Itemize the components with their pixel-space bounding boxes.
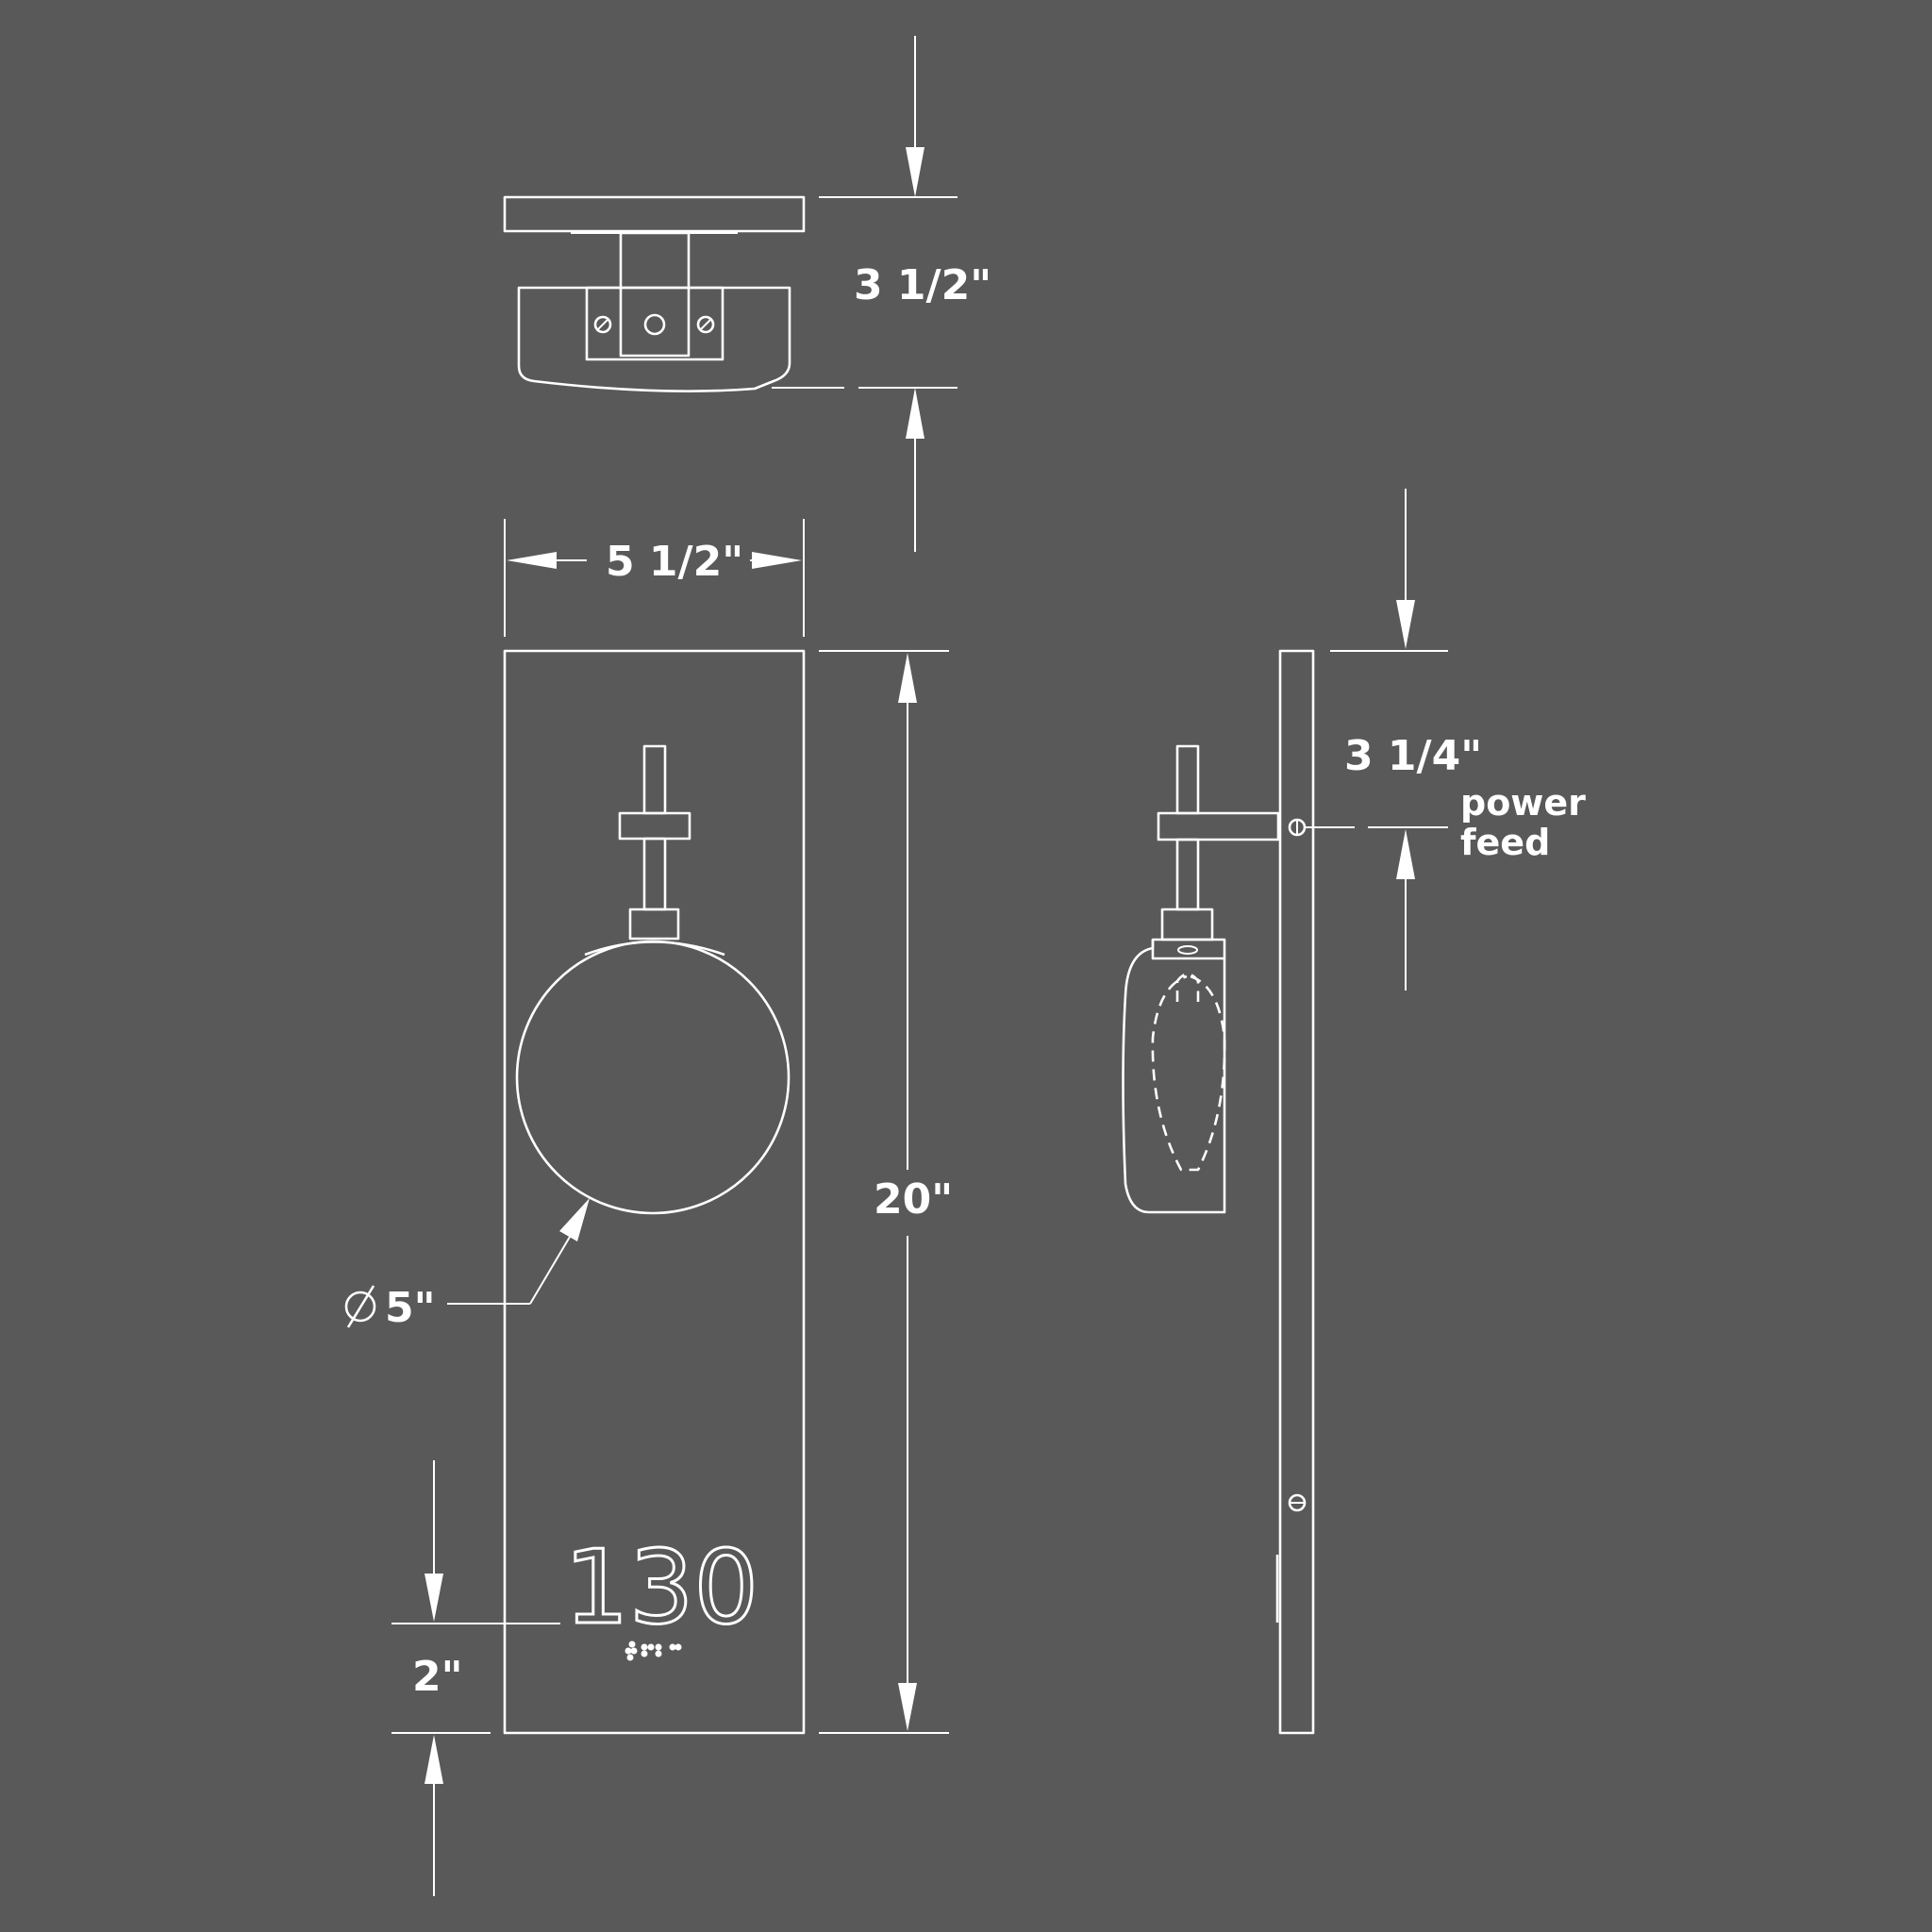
side-bulb-neck <box>1175 973 1200 1002</box>
side-lower-screw <box>1288 1493 1307 1512</box>
offset-arrowhead-upper <box>425 1574 443 1622</box>
side-arrowhead-upper <box>1396 600 1415 649</box>
side-shade-body <box>1122 940 1226 1214</box>
height-arrowhead-lower <box>898 1683 917 1731</box>
top-view-screw-right <box>696 315 715 334</box>
front-backplate <box>503 649 806 1735</box>
top-view-screw-right-slot <box>700 319 711 330</box>
side-arm <box>1157 811 1280 841</box>
front-mounting-block <box>618 811 691 841</box>
diameter-label: 5" <box>385 1284 436 1332</box>
front-globe <box>515 940 791 1215</box>
braille-dot <box>641 1643 648 1651</box>
top-view-screw-left-slot <box>597 319 608 330</box>
top-view: 3 1/2" <box>503 36 991 552</box>
side-backplate <box>1278 649 1315 1735</box>
braille-dot <box>675 1643 682 1651</box>
side-socket-cap <box>1160 908 1214 941</box>
side-arrowhead-lower <box>1396 829 1415 879</box>
front-stem-lower <box>642 837 667 911</box>
side-view: 3 1/4" power feed <box>1122 489 1586 1735</box>
braille-dot <box>647 1643 655 1651</box>
front-view: 5 1/2" 5" 20" 130 <box>344 519 953 1896</box>
side-stem-upper <box>1175 744 1200 815</box>
offset-arrowhead-lower <box>425 1735 443 1784</box>
top-view-center-bolt <box>643 313 666 336</box>
power-feed-label-line2: feed <box>1460 822 1550 863</box>
braille-dot <box>641 1650 648 1657</box>
side-shade-top <box>1151 938 1226 960</box>
room-number: 130 <box>564 1529 758 1647</box>
offset-label: 2" <box>412 1653 463 1701</box>
front-globe-collar <box>584 941 725 957</box>
top-view-backplate <box>503 195 806 233</box>
braille-dot <box>655 1650 662 1657</box>
top-view-mount-block <box>585 286 724 361</box>
top-view-arm <box>619 231 691 358</box>
side-offset-label: 3 1/4" <box>1344 732 1482 780</box>
power-feed-label-line1: power <box>1460 782 1586 824</box>
height-arrowhead-upper <box>898 653 917 703</box>
width-arrowhead-left <box>507 552 557 569</box>
side-stem-lower <box>1175 838 1200 911</box>
diameter-symbol-circle <box>344 1291 376 1323</box>
diameter-symbol-slash <box>346 1285 375 1328</box>
top-depth-label: 3 1/2" <box>854 261 991 309</box>
top-depth-arrowhead-lower <box>906 388 924 439</box>
diameter-arrowhead <box>559 1198 590 1241</box>
braille-dot <box>655 1643 662 1651</box>
width-label: 5 1/2" <box>606 538 743 586</box>
braille-dot <box>630 1647 638 1655</box>
braille-dot <box>669 1643 676 1651</box>
top-depth-arrowhead-upper <box>906 147 924 197</box>
braille-dots <box>625 1641 682 1661</box>
height-label: 20" <box>874 1175 953 1224</box>
top-view-shade <box>517 286 791 392</box>
diameter-leader-diagonal <box>529 1231 574 1305</box>
front-stem-upper <box>642 744 667 815</box>
top-view-screw-left <box>593 315 612 334</box>
braille-dot <box>628 1641 636 1648</box>
side-power-feed-screw <box>1288 818 1307 837</box>
side-shade-top-hole <box>1177 945 1198 955</box>
width-arrowhead-right <box>752 552 802 569</box>
braille-dot <box>626 1654 634 1661</box>
front-socket-cap <box>628 908 680 941</box>
braille-dot <box>625 1647 632 1655</box>
side-bulb-outline <box>1151 974 1226 1172</box>
